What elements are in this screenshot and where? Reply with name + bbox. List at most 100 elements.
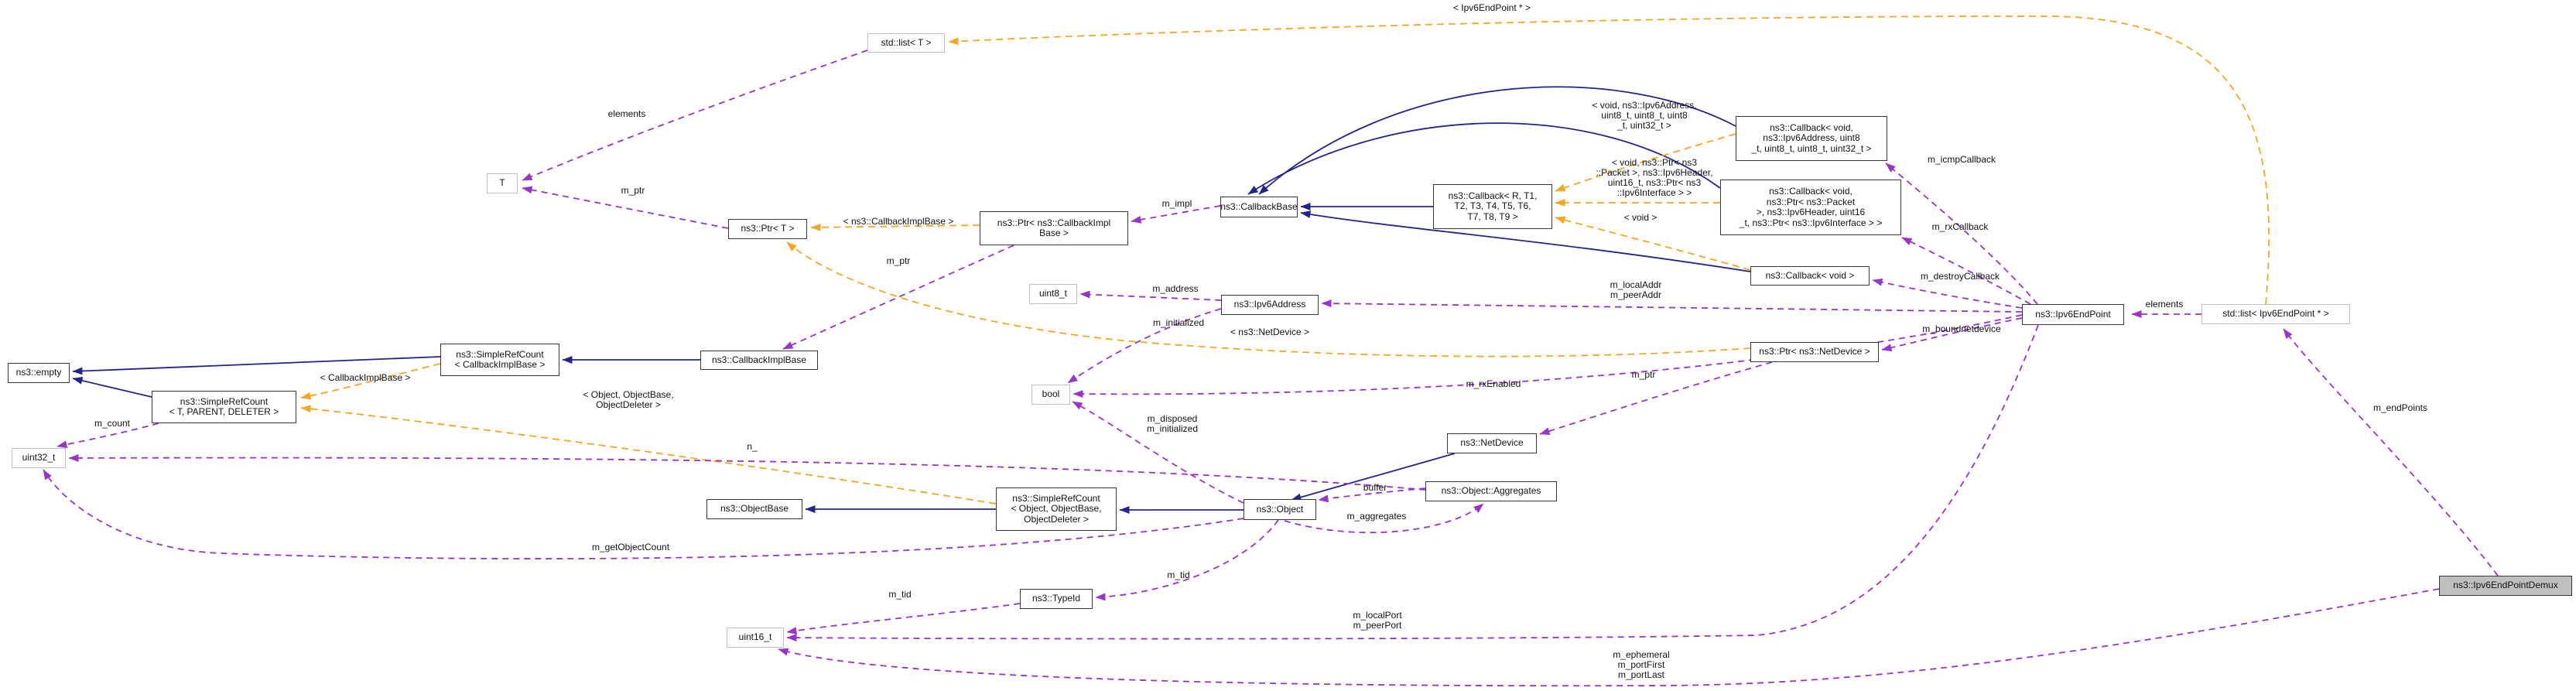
edge-template-ptrnd-ptrt xyxy=(786,241,1751,357)
edge-label-m-ptr-cib: m_ptr xyxy=(887,256,911,266)
node-label-line: ns3::TypeId xyxy=(1031,593,1081,604)
edge-label-m-tid-typeid: m_tid xyxy=(888,590,911,600)
node-uint32-t[interactable]: uint32_t xyxy=(12,448,66,468)
edge-template-srcobj-srctpd xyxy=(300,405,997,505)
edge-member-mlocalport xyxy=(786,324,2039,642)
node-label-line: bool xyxy=(1042,388,1060,400)
node-label-line: < Object, ObjectBase, xyxy=(1011,503,1102,515)
node-label-line: ns3::NetDevice xyxy=(1460,437,1524,449)
edge-member-mptr-t xyxy=(522,186,729,229)
edge-label-line: m_destroyCallback xyxy=(1920,271,2000,282)
edge-label-line: m_getObjectCount xyxy=(591,542,670,552)
node-simplerefcount-t-parent-deleter[interactable]: ns3::SimpleRefCount< T, PARENT, DELETER … xyxy=(152,391,296,423)
node-simplerefcount-callbackimplbase[interactable]: ns3::SimpleRefCount< CallbackImplBase > xyxy=(440,344,559,376)
node-uint16-t[interactable]: uint16_t xyxy=(727,628,784,648)
edge-label-tpl-void: < void > xyxy=(1624,213,1657,223)
edge-member-mptr-netdevice xyxy=(1539,361,1773,435)
node-label-line: ns3::Ipv6Address, uint8 xyxy=(1763,132,1860,144)
node-label-line: std::list< T > xyxy=(881,36,932,48)
edge-template-ptrcib-ptrt xyxy=(810,223,980,231)
edge-label-tpl-callbackimplbase-ptr: < ns3::CallbackImplBase > xyxy=(843,217,954,227)
edge-inherit-srctpd-empty xyxy=(72,376,152,398)
edge-label-tpl-void-packet: < void, ns3::Ptr< ns3::Packet >, ns3::Ip… xyxy=(1596,158,1712,198)
edge-member-elements-top xyxy=(522,50,868,181)
node-netdevice[interactable]: ns3::NetDevice xyxy=(1447,433,1537,453)
edge-label-line: < void, ns3::Ipv6Address, xyxy=(1592,100,1697,111)
edge-member-mdestroycallback xyxy=(1872,278,2023,309)
edge-label-line: m_boundnetdevice xyxy=(1922,323,2001,334)
node-objectbase[interactable]: ns3::ObjectBase xyxy=(706,499,802,519)
node-label-line: T xyxy=(499,177,505,189)
node-ipv6endpoint[interactable]: ns3::Ipv6EndPoint xyxy=(2022,304,2124,325)
edge-label-m-impl: m_impl xyxy=(1162,199,1192,209)
node-label-line: uint32_t xyxy=(22,452,56,464)
node-label-line: ns3::Ipv6EndPointDemux xyxy=(2453,580,2558,591)
node-label-line: _t, uint8_t, uint8_t, uint32_t > xyxy=(1751,142,1872,154)
edge-label-line: m_ptr xyxy=(1631,369,1656,380)
edge-label-line: < void > xyxy=(1623,212,1657,223)
edge-label-line: m_tid xyxy=(1167,570,1190,580)
edge-member-mgetobjectcount xyxy=(43,469,1244,559)
node-label-line: uint8_t xyxy=(1038,288,1068,299)
node-bool[interactable]: bool xyxy=(1031,385,1070,405)
node-ipv6endpointdemux[interactable]: ns3::Ipv6EndPointDemux xyxy=(2439,576,2572,596)
edge-label-line: _t, uint32_t > xyxy=(1617,120,1671,131)
node-label-line: ns3::Ptr< ns3::Packet xyxy=(1766,196,1856,207)
node-object[interactable]: ns3::Object xyxy=(1244,499,1316,520)
edge-label-line: < void, ns3::Ptr< ns3 xyxy=(1611,157,1698,168)
edge-template-callbackicmp-callbackr xyxy=(1555,133,1736,192)
node-callback-icmp[interactable]: ns3::Callback< void,ns3::Ipv6Address, ui… xyxy=(1736,116,1887,161)
node-simplerefcount-object[interactable]: ns3::SimpleRefCount< Object, ObjectBase,… xyxy=(996,487,1117,531)
node-callbackimplbase[interactable]: ns3::CallbackImplBase xyxy=(700,351,818,370)
node-label-line: _t, ns3::Ptr< ns3::Ipv6Interface > > xyxy=(1739,217,1883,228)
edge-label-line: ObjectDeleter > xyxy=(596,399,661,410)
edge-label-tpl-callbackimplbase: < CallbackImplBase > xyxy=(320,373,411,383)
edge-template-srccib-srctpd xyxy=(300,363,441,400)
node-callback-void[interactable]: ns3::Callback< void > xyxy=(1750,266,1870,286)
edge-label-line: < ns3::CallbackImplBase > xyxy=(843,216,954,227)
node-ptr-netdevice[interactable]: ns3::Ptr< ns3::NetDevice > xyxy=(1750,342,1879,362)
edge-label-m-count: m_count xyxy=(94,419,130,429)
edge-label-m-ptr-netdevice: m_ptr xyxy=(1632,370,1656,380)
node-object-aggregates[interactable]: ns3::Object::Aggregates xyxy=(1425,481,1557,501)
node-label-line: std::list< Ipv6EndPoint * > xyxy=(2222,308,2329,320)
node-label-line: ns3::Callback< R, T1, xyxy=(1448,190,1538,201)
edge-label-m-address: m_address xyxy=(1152,284,1198,294)
node-label-line: ns3::Ptr< ns3::CallbackImpl xyxy=(997,217,1111,228)
edge-label-m-ptr-t: m_ptr xyxy=(621,186,645,196)
edge-label-line: buffer xyxy=(1363,482,1387,493)
edge-label-line: m_tid xyxy=(888,589,912,600)
edge-label-line: m_ptr xyxy=(886,255,911,266)
node-std-list-t[interactable]: std::list< T > xyxy=(867,33,945,53)
node-typeid[interactable]: ns3::TypeId xyxy=(1020,589,1093,609)
node-callback-r[interactable]: ns3::Callback< R, T1,T2, T3, T4, T5, T6,… xyxy=(1433,184,1552,229)
edge-label-line: m_disposed xyxy=(1147,413,1198,424)
edge-label-line: elements xyxy=(607,108,646,119)
node-label-line: ns3::Object xyxy=(1256,503,1304,515)
edge-label-m-rxcallback: m_rxCallback xyxy=(1932,222,1989,232)
edge-member-minitialized-addr xyxy=(1067,308,1222,384)
node-label-line: < CallbackImplBase > xyxy=(454,359,546,370)
edge-label-m-aggregates: m_aggregates xyxy=(1347,511,1407,522)
node-label-line: ns3::CallbackBase xyxy=(1220,200,1298,212)
node-label-line: uint16_t xyxy=(738,631,772,643)
node-callback-rx[interactable]: ns3::Callback< void,ns3::Ptr< ns3::Packe… xyxy=(1720,180,1901,235)
node-uint8-t[interactable]: uint8_t xyxy=(1029,284,1077,304)
node-callbackbase[interactable]: ns3::CallbackBase xyxy=(1220,197,1298,217)
node-label-line: ns3::SimpleRefCount xyxy=(180,395,269,407)
node-t[interactable]: T xyxy=(487,173,518,193)
node-label-line: ns3::SimpleRefCount xyxy=(456,348,544,360)
edge-label-tpl-object-objectbase: < Object, ObjectBase,ObjectDeleter > xyxy=(583,390,673,410)
node-ptr-t[interactable]: ns3::Ptr< T > xyxy=(728,219,807,239)
node-ipv6address[interactable]: ns3::Ipv6Address xyxy=(1221,295,1319,315)
node-label-line: ns3::SimpleRefCount xyxy=(1012,492,1100,504)
node-empty[interactable]: ns3::empty xyxy=(8,363,70,383)
node-label-line: ns3::Ipv6Address xyxy=(1233,299,1306,310)
node-std-list-ipv6endpoint[interactable]: std::list< Ipv6EndPoint * > xyxy=(2201,304,2350,324)
node-label-line: ns3::Callback< void, xyxy=(1769,186,1852,197)
edge-label-buffer: buffer xyxy=(1363,483,1387,493)
